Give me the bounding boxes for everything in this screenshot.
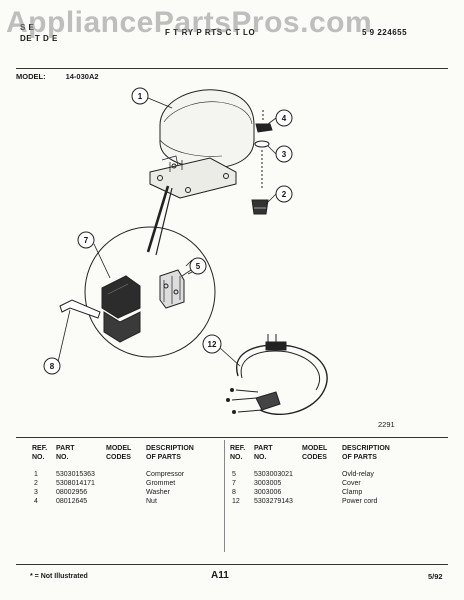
callout-label-8: 8 — [50, 362, 55, 371]
page-header: S E DE T D E F T RY P RTS C T LO 5 9 224… — [0, 0, 464, 70]
callout-3 — [275, 145, 293, 163]
watermark: AppliancePartsPros.com — [6, 6, 373, 39]
part-no-cell: 5303015363 — [56, 471, 95, 478]
description-cell: Washer — [146, 489, 170, 496]
part-no-cell: 5303003021 — [254, 471, 293, 478]
description-cell: Ovld-relay — [342, 471, 374, 478]
header-left-line1: S E — [20, 23, 35, 32]
nut-drawing — [255, 110, 273, 133]
header-description: DESCRIPTION OF PARTS — [146, 445, 194, 461]
header-ref-no: REF. NO. — [32, 445, 48, 461]
callout-2 — [275, 185, 293, 203]
ref-no-cell: 1 — [34, 471, 38, 478]
description-cell: Nut — [146, 498, 157, 505]
header-ref-no: REF. NO. — [230, 445, 246, 461]
ref-no-cell: 7 — [232, 480, 236, 487]
callout-label-5: 5 — [196, 262, 201, 271]
callout-label-1: 1 — [138, 92, 143, 101]
description-cell: Compressor — [146, 471, 185, 478]
exploded-parts-diagram: 1 4 3 2 7 5 8 12 — [43, 87, 328, 415]
part-no-cell: 08012645 — [56, 498, 88, 505]
power-cord-drawing — [226, 334, 328, 415]
clamp-drawing — [59, 299, 101, 319]
header-part-no: PART NO. — [56, 445, 75, 461]
callout-4 — [275, 109, 293, 127]
callout-label-3: 3 — [282, 150, 287, 159]
ref-no-cell: 4 — [34, 498, 38, 505]
table-column-divider — [224, 440, 225, 552]
callout-label-2: 2 — [282, 190, 287, 199]
callout-label-4: 4 — [282, 114, 287, 123]
description-cell: Cover — [342, 480, 361, 487]
callout-7 — [77, 231, 95, 249]
footer-page-number: A11 — [211, 570, 229, 581]
figure-number: 2291 — [378, 420, 395, 429]
part-no-cell: 5303279143 — [254, 498, 293, 505]
washer-drawing — [254, 140, 270, 190]
header-catalog-number: 5 9 224655 — [362, 28, 408, 37]
callout-label-7: 7 — [84, 236, 89, 245]
table-top-divider — [16, 437, 448, 438]
callout-12 — [202, 334, 222, 354]
callout-label-12: 12 — [208, 340, 217, 349]
callout-5 — [189, 257, 207, 275]
description-cell: Clamp — [342, 489, 363, 496]
model-line: MODEL: 14-030A2 — [16, 72, 99, 81]
footer-divider — [16, 564, 448, 565]
compressor-drawing — [149, 89, 255, 199]
description-cell: Grommet — [146, 480, 176, 487]
header-left-line2: DE T D E — [20, 34, 58, 43]
description-cell: Power cord — [342, 498, 378, 505]
ref-no-cell: 8 — [232, 489, 236, 496]
part-no-cell: 3003006 — [254, 489, 282, 496]
grommet-drawing — [251, 199, 269, 215]
ref-no-cell: 12 — [232, 498, 240, 505]
part-no-cell: 5308014171 — [56, 480, 95, 487]
header-title: F T RY P RTS C T LO — [165, 28, 256, 37]
part-no-cell: 3003005 — [254, 480, 282, 487]
header-left: S E DE T D E — [20, 22, 58, 44]
footer-note: * = Not Illustrated — [30, 573, 88, 580]
header-divider — [16, 68, 448, 69]
callout-1 — [131, 87, 149, 105]
callout-8 — [43, 357, 61, 375]
model-value: 14-030A2 — [65, 72, 99, 81]
cover-drawing — [101, 275, 141, 343]
part-no-cell: 08002956 — [56, 489, 88, 496]
header-model-codes: MODEL CODES — [302, 445, 328, 461]
header-model-codes: MODEL CODES — [106, 445, 132, 461]
footer-date: 5/92 — [428, 572, 443, 581]
ref-no-cell: 3 — [34, 489, 38, 496]
ref-no-cell: 5 — [232, 471, 236, 478]
relay-drawing — [159, 259, 197, 309]
ref-no-cell: 2 — [34, 480, 38, 487]
header-part-no: PART NO. — [254, 445, 273, 461]
model-label: MODEL: — [16, 72, 46, 81]
header-description: DESCRIPTION OF PARTS — [342, 445, 390, 461]
